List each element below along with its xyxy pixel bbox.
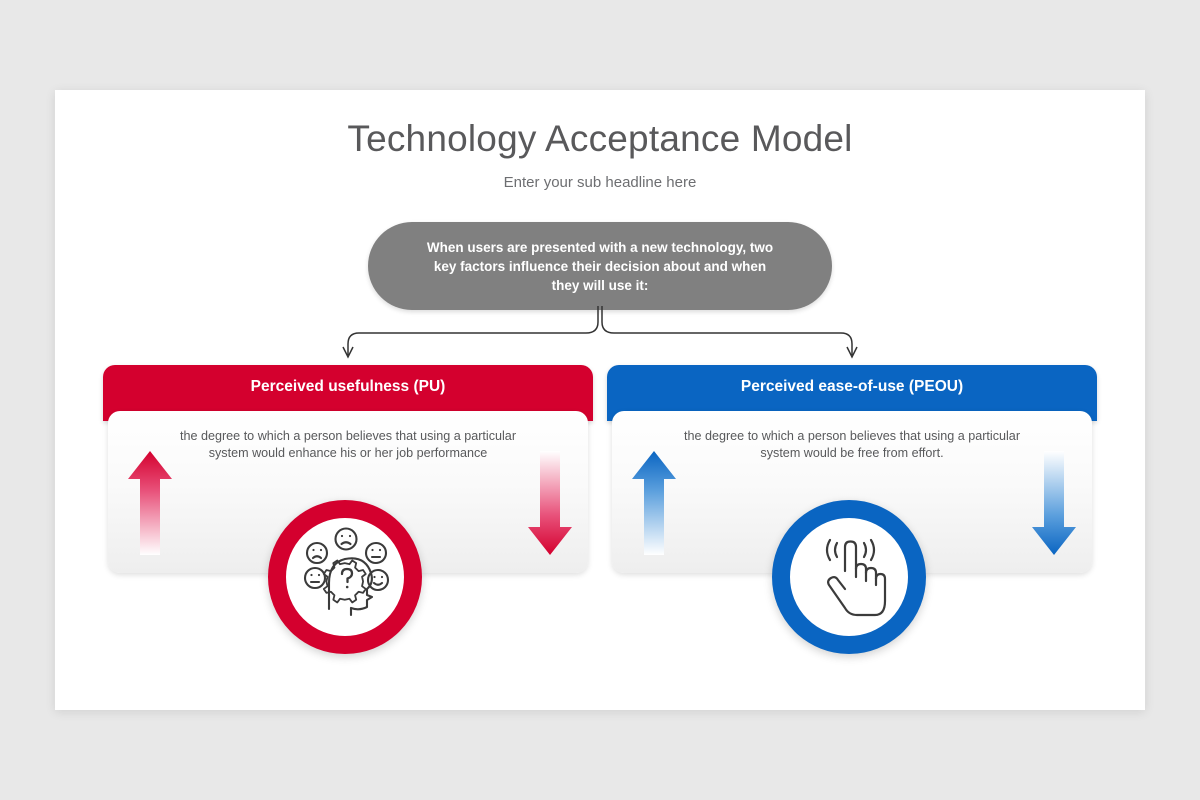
page-subtitle: Enter your sub headline here (503, 174, 697, 191)
panel-header-label-pu: Perceived usefulness (PU) (250, 378, 446, 395)
intro-callout: When users are presented with a new tech… (368, 222, 832, 310)
panel-perceived-ease-of-use: Perceived ease-of-use (PEOU) the degree … (607, 365, 1097, 583)
panel-body-peou: the degree to which a person believes th… (612, 411, 1092, 573)
head-gear-question-faces-icon (303, 527, 390, 617)
page-title: Technology Acceptance Model (347, 118, 853, 159)
arrow-down-icon-peou (1032, 451, 1076, 555)
slide-card: Technology Acceptance Model Enter your s… (55, 90, 1145, 710)
intro-callout-text: When users are presented with a new tech… (426, 239, 774, 293)
arrow-up-icon-pu (128, 451, 172, 555)
icon-circle-pu (268, 500, 422, 654)
connector-brace-icon (342, 306, 858, 359)
tap-hand-gesture-icon (825, 538, 887, 617)
panel-description-peou: the degree to which a person believes th… (683, 429, 1021, 460)
arrow-down-icon-pu (528, 451, 572, 555)
panel-description-pu: the degree to which a person believes th… (179, 429, 517, 460)
icon-circle-peou (772, 500, 926, 654)
panel-header-label-peou: Perceived ease-of-use (PEOU) (740, 378, 964, 395)
arrow-up-icon-peou (632, 451, 676, 555)
